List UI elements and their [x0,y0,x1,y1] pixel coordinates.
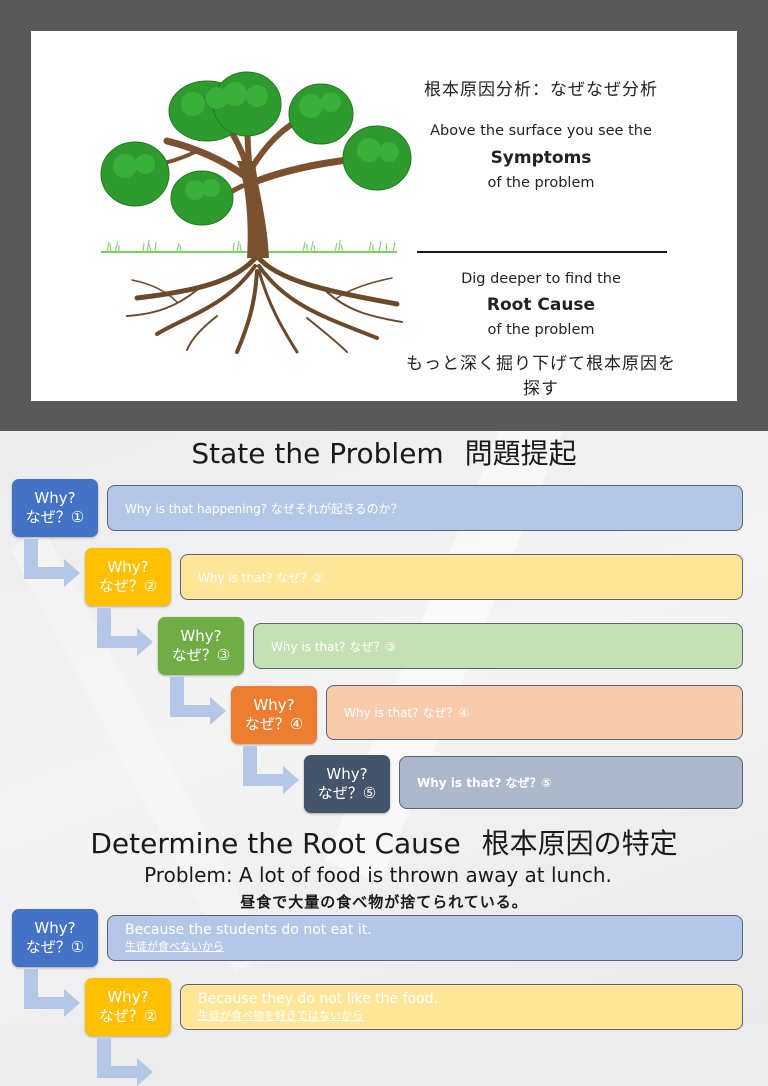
template-why-box-4: Why?なぜ？④ [231,686,317,744]
example-why-label-jp: なぜ？② [98,1007,158,1025]
template-why-box-5: Why?なぜ？⑤ [304,755,390,813]
example-answer-2: Because they do not like the food. 生徒が食べ物… [180,984,743,1030]
template-answer-text: Why is that? なぜ？③ [271,639,397,654]
problem-statement-jp: 昼食で大量の食べ物が捨てられている。 [240,893,528,911]
template-answer-3: Why is that? なぜ？③ [253,623,743,669]
template-why-box-3: Why?なぜ？③ [158,617,244,675]
example-why-label-jp: なぜ？① [25,938,85,956]
template-connector-arrow [97,608,153,656]
template-connector-arrow [170,677,226,725]
template-why-label-jp: なぜ？② [98,577,158,595]
below-line-1: Dig deeper to find the [461,271,621,287]
title-jp: 根本原因分析：なぜなぜ分析 [424,80,658,100]
template-answer-text: Why is that? なぜ？⑤ [417,776,552,790]
arrow-shape [170,677,226,725]
arrow-shape [97,1038,153,1086]
example-heading-jp: 根本原因の特定 [481,827,678,860]
template-answer-1: Why is that happening? なぜそれが起きるのか？ [107,485,743,531]
template-heading: State the Problem 問題提起 [0,432,768,472]
template-why-label-jp: なぜ？① [25,508,85,526]
below-line-3: of the problem [487,322,595,338]
example-connector-arrow [97,1038,153,1086]
below-jp: もっと深く掘り下げて根本原因を探す [406,354,676,399]
example-answer-1: Because the students do not eat it. 生徒が食べ… [107,915,743,961]
template-heading-en: State the Problem [191,437,444,470]
template-connector-arrow [243,746,299,794]
example-heading-en: Determine the Root Cause [90,827,461,860]
template-why-box-1: Why?なぜ？① [12,479,98,537]
surface-divider [417,251,667,253]
template-answer-text: Why is that? なぜ？② [198,570,324,585]
example-why-box-1: Why?なぜ？① [12,909,98,967]
arrow-shape [24,539,80,587]
template-why-label: Why? [253,696,295,714]
template-why-label: Why? [180,627,222,645]
example-connector-arrow [24,969,80,1017]
example-answer-text: Because they do not like the food. [198,991,438,1007]
root-cause-label: Root Cause [486,295,596,315]
example-why-label: Why? [107,988,149,1006]
template-answer-4: Why is that? なぜ？④ [326,685,743,740]
top-band: 根本原因分析：なぜなぜ分析 Above the surface you see … [0,0,768,431]
template-why-label: Why? [107,558,149,576]
template-connector-arrow [24,539,80,587]
template-why-label-jp: なぜ？④ [244,715,304,733]
above-line-1: Above the surface you see the [430,123,652,139]
example-why-box-2: Why?なぜ？② [85,978,171,1036]
template-heading-jp: 問題提起 [464,437,577,470]
tree-illustration [100,71,412,354]
problem-statement: Problem: A lot of food is thrown away at… [144,863,612,887]
symptoms-label: Symptoms [490,148,592,168]
above-line-3: of the problem [487,175,595,191]
example-why-label: Why? [34,919,76,937]
template-answer-2: Why is that? なぜ？② [180,554,743,600]
template-answer-5: Why is that? なぜ？⑤ [399,756,743,809]
template-why-label-jp: なぜ？⑤ [317,784,377,802]
tree-card: 根本原因分析：なぜなぜ分析 Above the surface you see … [31,31,737,401]
template-answer-text: Why is that happening? なぜそれが起きるのか？ [125,501,403,516]
example-answer-text-jp: 生徒が食べ物を好きではないから [198,1009,363,1022]
arrow-shape [97,608,153,656]
template-answer-text: Why is that? なぜ？④ [344,706,470,720]
template-why-box-2: Why?なぜ？② [85,548,171,606]
template-why-label: Why? [34,489,76,507]
template-why-label: Why? [326,765,368,783]
template-why-label-jp: なぜ？③ [171,646,231,664]
example-heading: Determine the Root Cause 根本原因の特定 [0,822,768,862]
arrow-shape [243,746,299,794]
example-answer-text-jp: 生徒が食べないから [125,940,224,953]
example-answer-text: Because the students do not eat it. [125,922,372,938]
arrow-shape [24,969,80,1017]
